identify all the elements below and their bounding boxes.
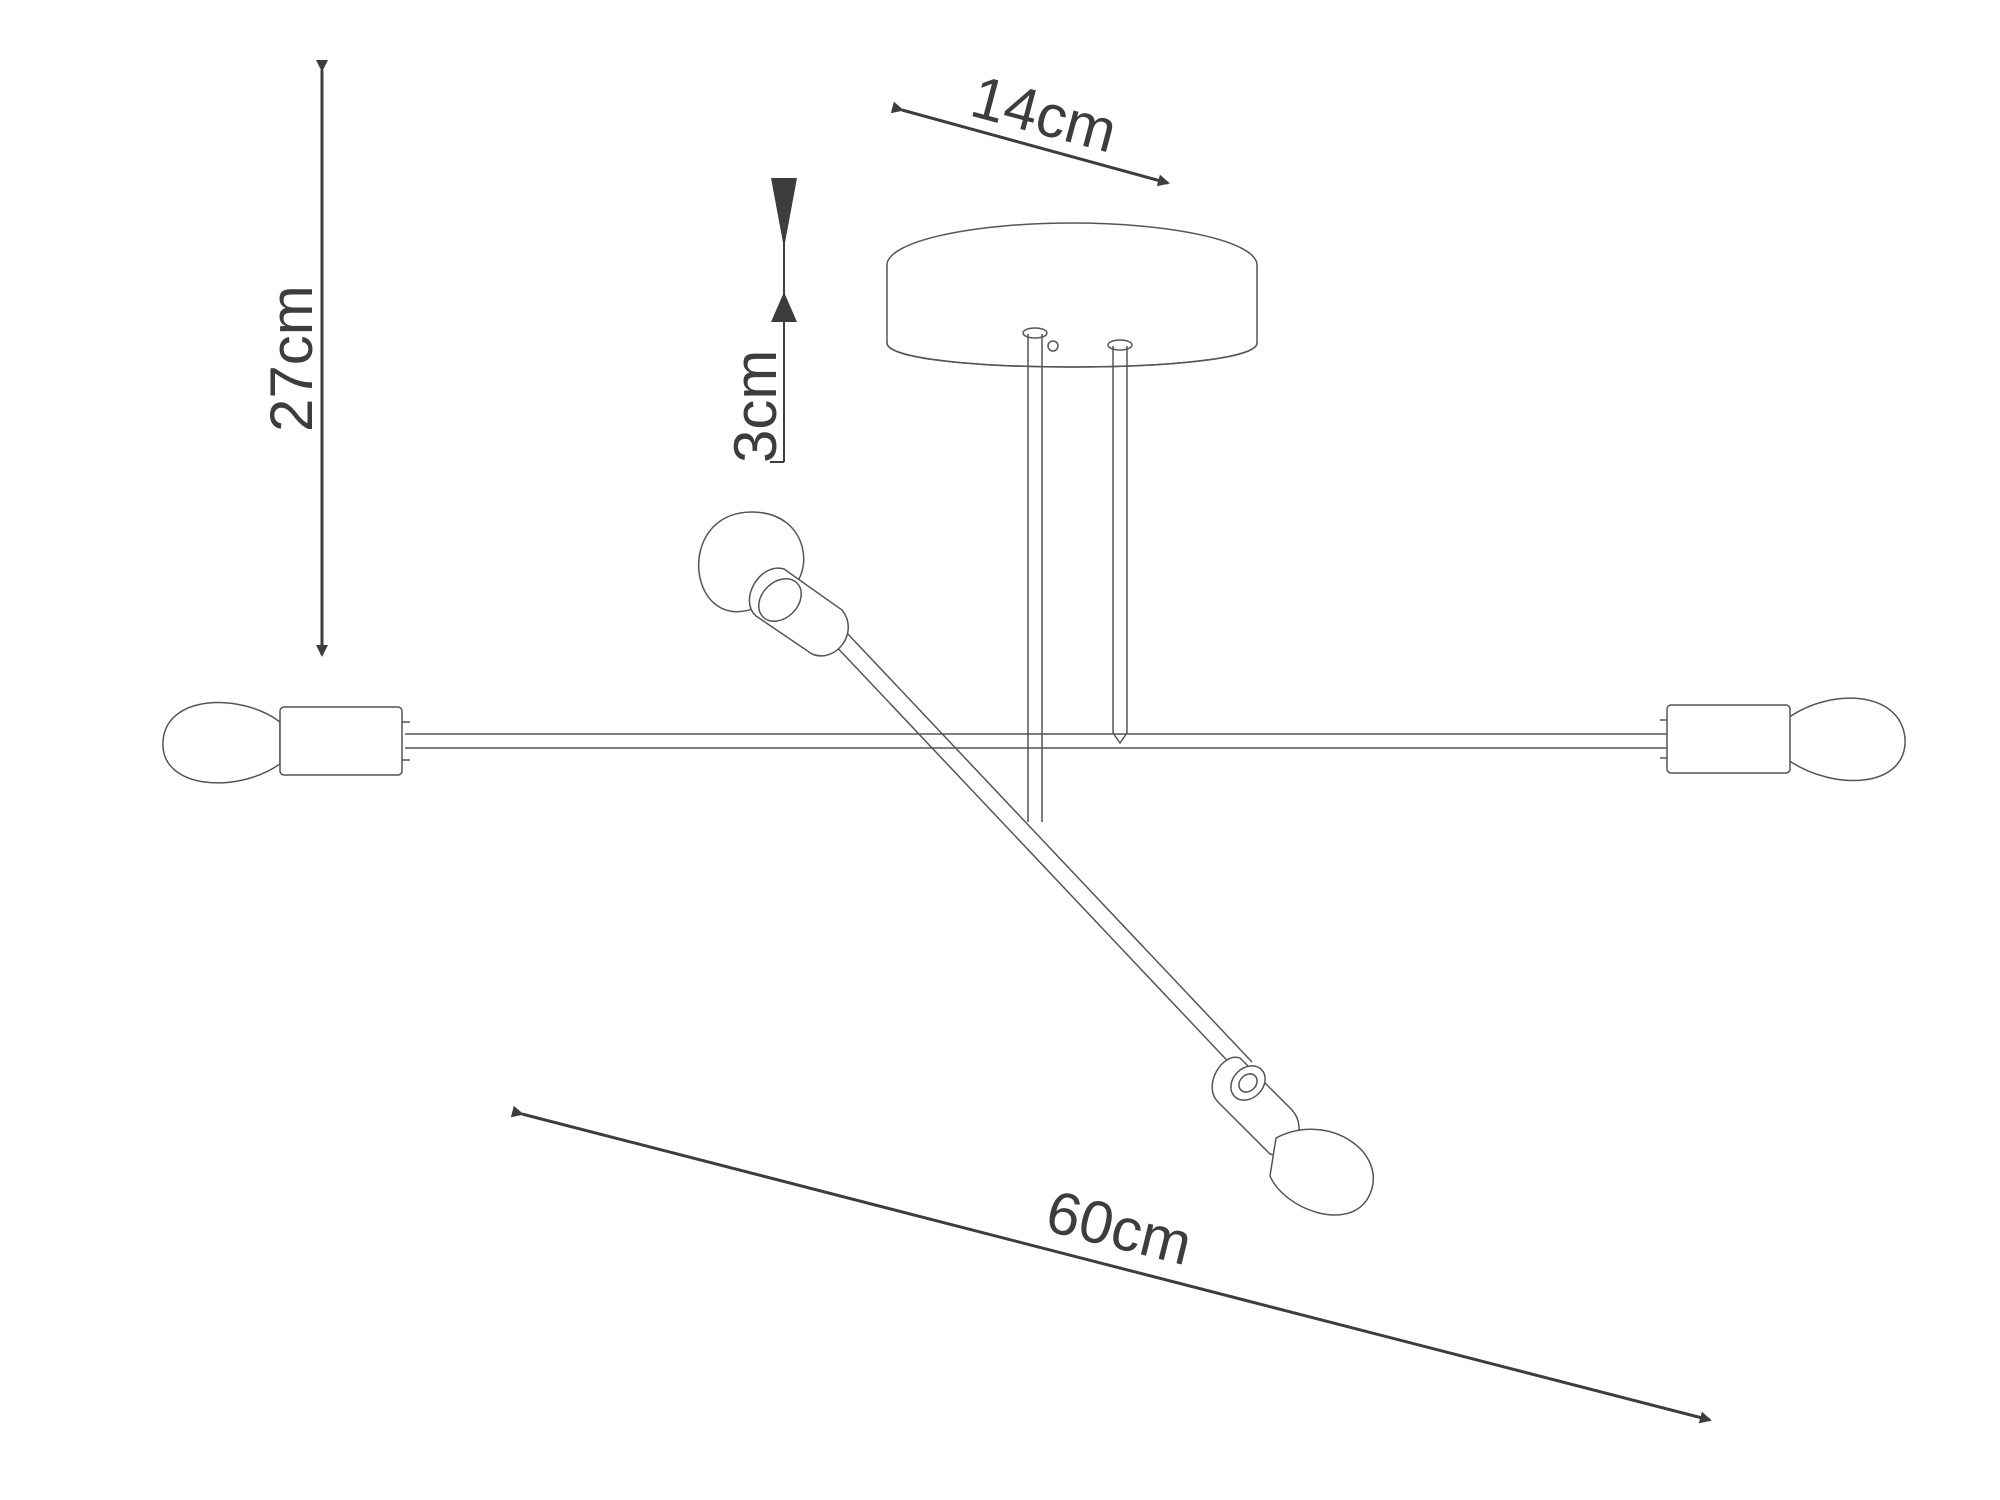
dimension-arrow-14cm bbox=[890, 101, 1170, 187]
height-dimension-label: 27cm bbox=[258, 285, 325, 432]
canopy bbox=[886, 222, 1258, 368]
left-lamp bbox=[162, 701, 410, 784]
canopy-height-label: 3cm bbox=[722, 350, 789, 463]
canopy-fixings bbox=[1022, 327, 1133, 352]
upper-diagonal-lamp bbox=[697, 511, 849, 657]
right-lamp bbox=[1660, 697, 1906, 782]
diagonal-arm bbox=[831, 631, 1253, 1073]
dimension-arrow-60cm bbox=[510, 1105, 1712, 1424]
lower-diagonal-lamp bbox=[1211, 1056, 1375, 1216]
dimension-arrow-3cm bbox=[770, 178, 797, 463]
horizontal-arm bbox=[405, 733, 1680, 749]
vertical-rods bbox=[1027, 334, 1128, 822]
width-dimension-label: 60cm bbox=[1040, 1178, 1199, 1279]
